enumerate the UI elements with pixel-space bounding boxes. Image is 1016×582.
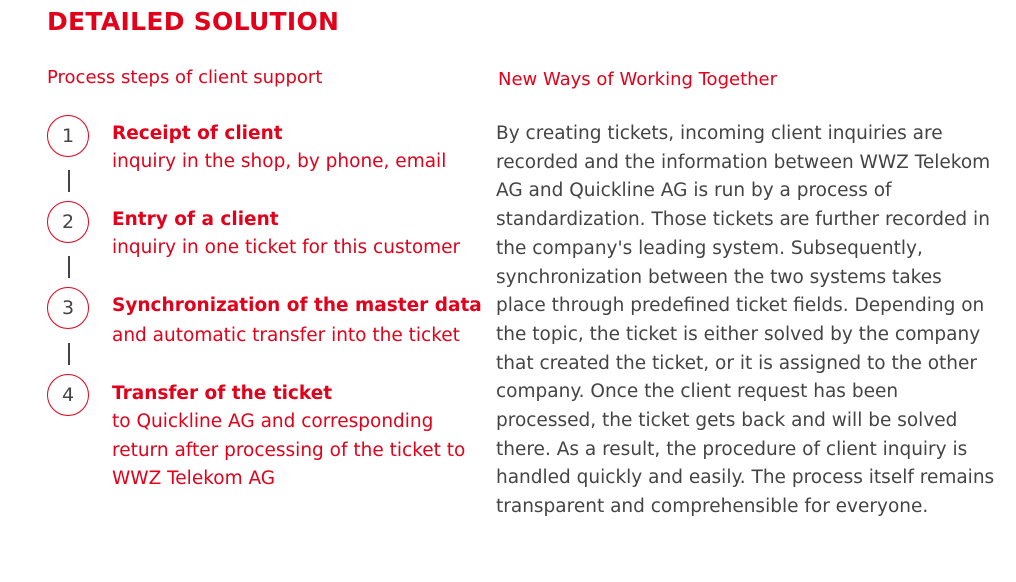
step-connector-line <box>68 343 70 365</box>
step-2-description: inquiry in one ticket for this customer <box>112 237 461 258</box>
step-connector-line <box>68 170 70 192</box>
step-2-number-badge: 2 <box>47 201 89 243</box>
step-3-title: Synchronization of the master data <box>112 295 482 316</box>
step-connector-line <box>68 256 70 278</box>
step-2-title: Entry of a client <box>112 209 279 230</box>
process-steps-heading: Process steps of client support <box>47 67 323 88</box>
page-title: DETAILED SOLUTION <box>47 7 340 36</box>
step-3-number-badge: 3 <box>47 287 89 329</box>
step-1-title: Receipt of client <box>112 123 283 144</box>
step-4-description: to Quickline AG and corresponding return… <box>112 411 466 489</box>
working-together-heading: New Ways of Working Together <box>498 69 778 90</box>
step-4-number-badge: 4 <box>47 374 89 416</box>
step-1-number-badge: 1 <box>47 115 89 157</box>
step-3-description: and automatic transfer into the ticket <box>112 325 460 346</box>
solution-description-paragraph: By creating tickets, incoming client inq… <box>496 123 995 518</box>
step-1-description: inquiry in the shop, by phone, email <box>112 151 447 172</box>
step-4-title: Transfer of the ticket <box>112 383 333 404</box>
